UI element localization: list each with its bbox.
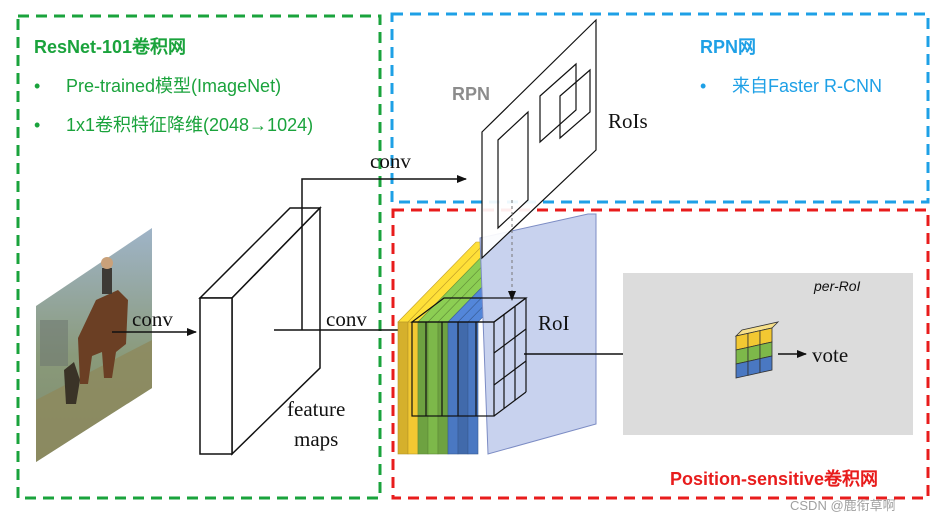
score-map-slab (437, 321, 449, 455)
resnet-panel-frame (16, 14, 382, 500)
rpn-bullet-1-dot: • (700, 76, 706, 96)
rpn-label: RPN (452, 84, 490, 104)
watermark: CSDN @鹿衔草啊 (790, 498, 896, 513)
score-map-slab (457, 321, 469, 455)
rpn-bullet-1: 来自Faster R-CNN (732, 76, 882, 96)
per-roi-label: per-RoI (813, 278, 861, 294)
input-image (36, 228, 152, 462)
score-map-slab (407, 321, 419, 455)
backbone-block (198, 206, 322, 456)
pooled-score-cell (747, 358, 761, 376)
score-map-slab (427, 321, 439, 455)
ps-panel-frame (391, 208, 930, 500)
rois-label: RoIs (608, 109, 648, 133)
vote-label: vote (812, 343, 848, 367)
conv-top-arrow (301, 175, 467, 330)
ps-panel-title: Position-sensitive卷积网 (670, 468, 878, 489)
rpn-plane (481, 18, 597, 260)
pooled-score-cell (735, 360, 749, 379)
pooled-score-grid (734, 321, 780, 379)
rpn-panel-title: RPN网 (700, 37, 756, 57)
rpn-proposal-boxes (497, 62, 591, 230)
resnet-panel-title: ResNet-101卷积网 (34, 36, 186, 57)
roi-grid-on-maps (410, 297, 528, 417)
conv-mid-label: conv (326, 307, 367, 331)
resnet-bullet-1-dot: • (34, 76, 40, 96)
score-map-back-panel (479, 213, 597, 455)
feature-maps-label-line1: feature (287, 397, 345, 421)
score-map-slab (447, 321, 459, 455)
conv-top-label: conv (370, 149, 411, 173)
pooled-score-cell (759, 355, 773, 374)
rpn-panel-frame (390, 12, 930, 204)
score-map-slab (397, 321, 409, 455)
resnet-bullet-1: Pre-trained模型(ImageNet) (66, 76, 281, 96)
roi-label: RoI (538, 311, 570, 335)
resnet-bullet-2: 1x1卷积特征降维(2048→1024) (66, 115, 313, 135)
feature-maps-label-line2: maps (294, 427, 338, 451)
resnet-bullet-2-dot: • (34, 115, 40, 135)
conv-input-label: conv (132, 307, 173, 331)
